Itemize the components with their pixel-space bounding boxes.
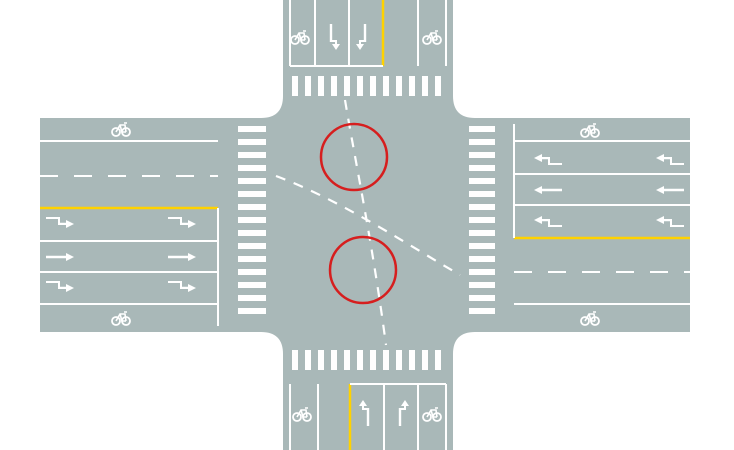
south-approach: [289, 383, 447, 450]
west-approach: [40, 122, 219, 326]
south-crosswalk: [292, 350, 441, 370]
east-crosswalk: [469, 126, 495, 314]
east-approach: [513, 123, 690, 326]
west-crosswalk: [238, 126, 266, 314]
north-approach: [289, 0, 447, 67]
north-crosswalk: [292, 76, 441, 96]
highlight-circles: [319, 122, 398, 305]
upper-highlight-circle: [319, 122, 389, 192]
west-east-guide-line: [275, 174, 461, 276]
road-surface: [40, 0, 690, 450]
lower-highlight-circle: [328, 235, 398, 305]
